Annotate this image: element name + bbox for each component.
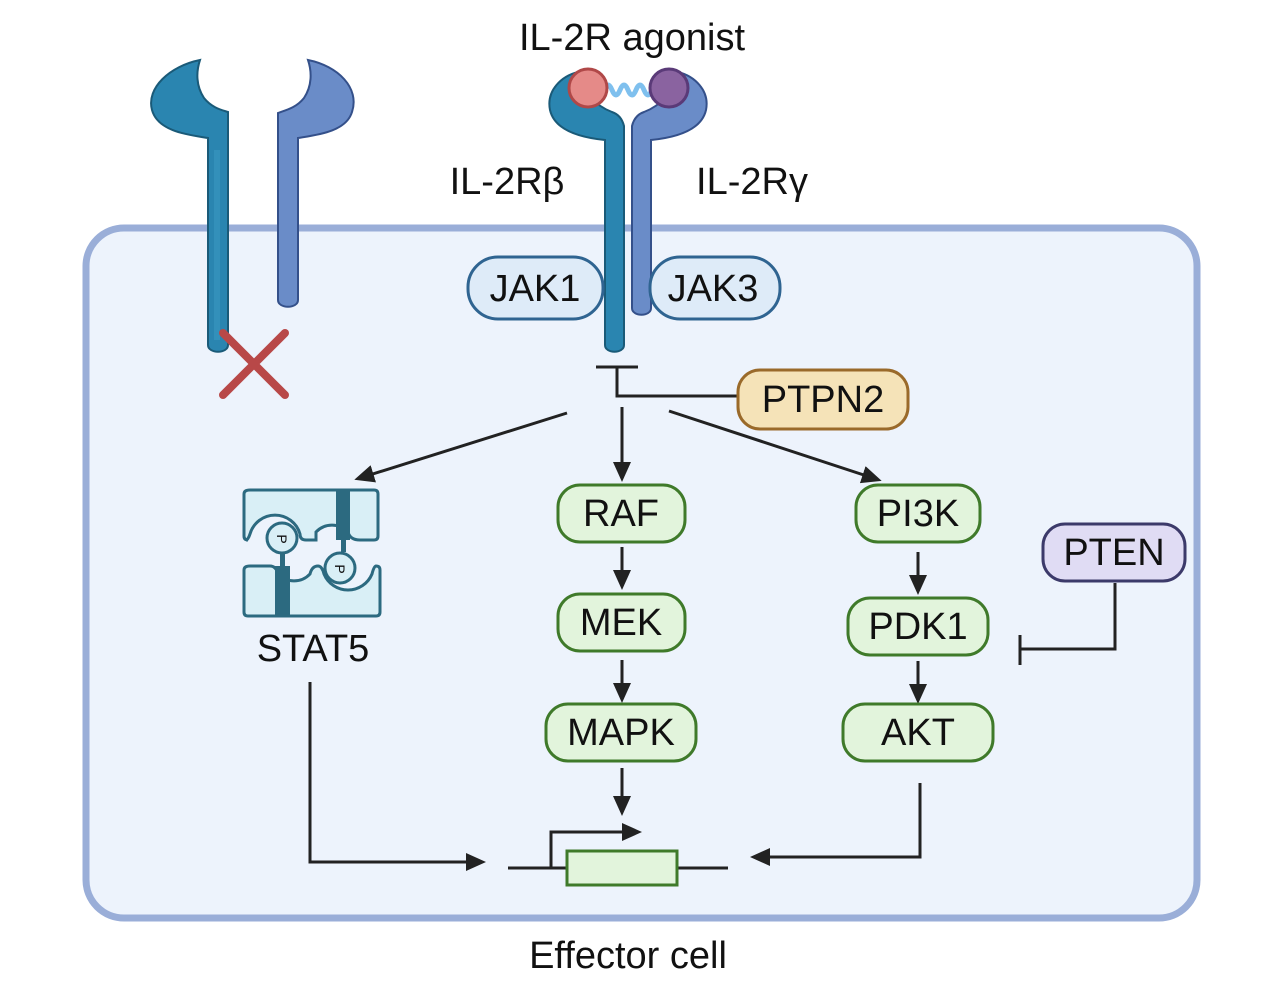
target-gene-icon — [508, 823, 728, 887]
pten-inhibition-line — [1018, 583, 1117, 665]
arrow-to-pi3k — [668, 409, 882, 484]
svg-text:RAF: RAF — [583, 493, 659, 535]
il2r-gamma-label: IL-2Rγ — [696, 161, 808, 203]
svg-text:MAPK: MAPK — [567, 712, 675, 754]
ptpn2-node: PTPN2 — [736, 368, 910, 431]
svg-text:P: P — [274, 534, 290, 543]
stat5-dimer-icon: P P — [242, 488, 382, 618]
arrow-akt-to-gene — [750, 783, 922, 866]
svg-text:MEK: MEK — [580, 602, 662, 644]
il2r-agonist-molecule — [567, 67, 690, 109]
agonist-domain-left — [567, 67, 609, 109]
phospho-right-icon — [323, 551, 357, 585]
arrow-to-stat5 — [354, 411, 568, 483]
effector-cell-label: Effector cell — [529, 935, 727, 977]
stat5-label: STAT5 — [257, 628, 370, 670]
inactive-receptor-gamma — [277, 58, 355, 308]
svg-text:JAK1: JAK1 — [490, 268, 581, 310]
pdk1-node: PDK1 — [846, 596, 990, 657]
inactive-receptor-beta — [150, 58, 229, 353]
mapk-node: MAPK — [544, 702, 698, 763]
ptpn2-inhibition-line — [596, 365, 738, 398]
jak3-node: JAK3 — [648, 255, 782, 321]
svg-text:PI3K: PI3K — [877, 493, 959, 535]
il2r-beta-label: IL-2Rβ — [450, 161, 565, 203]
raf-node: RAF — [556, 483, 687, 544]
pten-node: PTEN — [1041, 522, 1187, 583]
svg-text:AKT: AKT — [881, 712, 955, 754]
il2r-gamma-receptor — [631, 70, 708, 316]
arrow-stat5-to-gene — [308, 682, 486, 871]
svg-text:JAK3: JAK3 — [668, 268, 759, 310]
blocked-cross-icon — [219, 329, 289, 399]
svg-text:P: P — [332, 564, 348, 573]
agonist-title: IL-2R agonist — [519, 17, 745, 59]
mek-node: MEK — [556, 592, 687, 653]
pi3k-node: PI3K — [854, 483, 982, 544]
phospho-left-icon — [265, 521, 299, 555]
svg-text:PDK1: PDK1 — [868, 606, 967, 648]
jak1-node: JAK1 — [466, 255, 605, 321]
akt-node: AKT — [841, 702, 995, 763]
svg-text:PTEN: PTEN — [1063, 532, 1164, 574]
svg-text:PTPN2: PTPN2 — [762, 379, 884, 421]
agonist-domain-right — [648, 67, 690, 109]
